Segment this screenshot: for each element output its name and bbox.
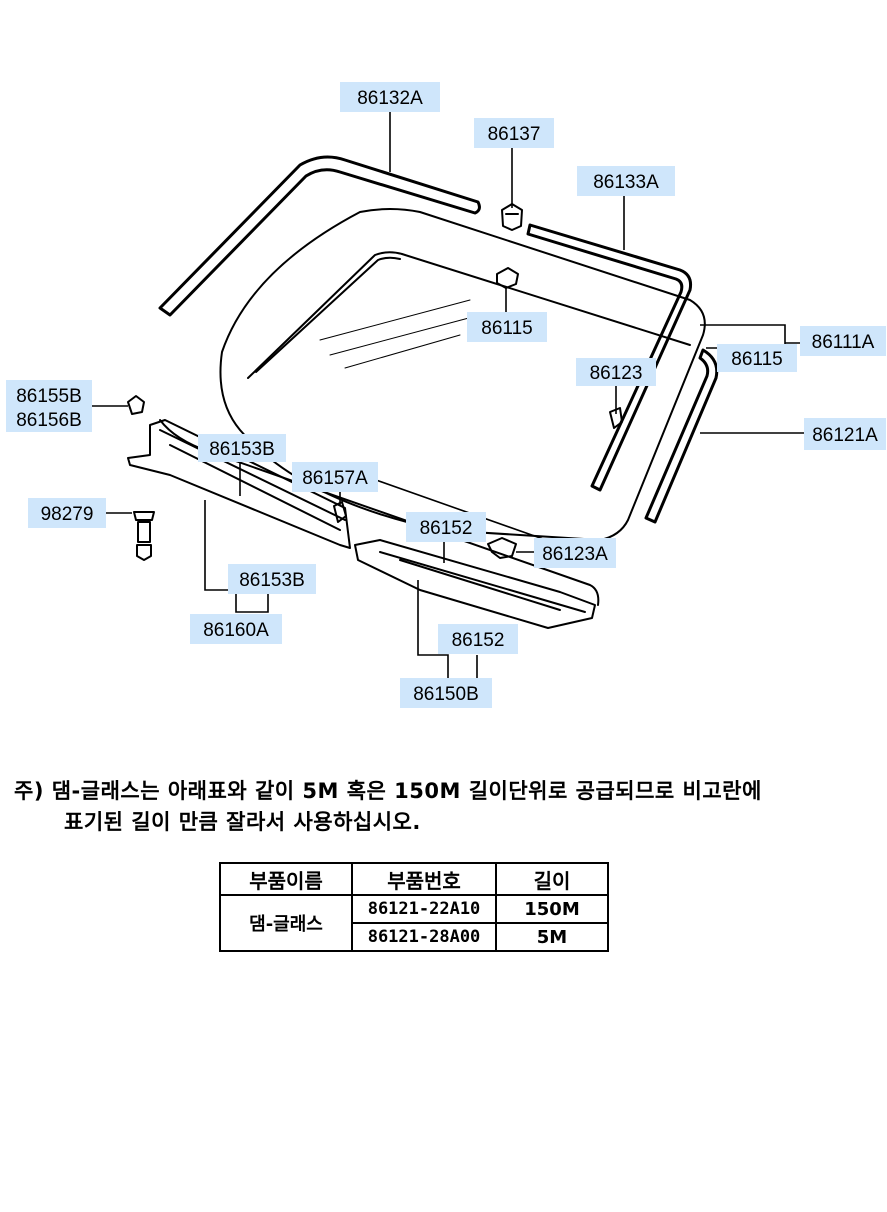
table-row: 86121-28A00 5M bbox=[220, 922, 609, 952]
cowl-weatherstrip bbox=[159, 419, 600, 606]
cowl-right-ridge bbox=[379, 551, 586, 613]
label-86137: 86137 bbox=[474, 118, 554, 148]
label-86132A: 86132A bbox=[340, 82, 440, 112]
cell-part-name: 댐-글래스 bbox=[219, 894, 353, 952]
cell-part-no: 86121-22A10 bbox=[351, 894, 497, 924]
svg-text:86150B: 86150B bbox=[413, 684, 479, 705]
cowl-left-panel bbox=[127, 419, 351, 549]
svg-text:86157A: 86157A bbox=[302, 468, 368, 489]
svg-text:86153B: 86153B bbox=[239, 570, 305, 591]
svg-text:86156B: 86156B bbox=[16, 410, 82, 431]
svg-text:86133A: 86133A bbox=[593, 172, 659, 193]
svg-text:86123A: 86123A bbox=[542, 544, 608, 565]
dam-glass-strip bbox=[644, 348, 719, 524]
svg-text:86115: 86115 bbox=[481, 318, 532, 339]
header-length: 길이 bbox=[495, 862, 609, 896]
svg-text:86132A: 86132A bbox=[357, 88, 423, 109]
label-86155B-86156B: 86155B 86156B bbox=[6, 380, 92, 432]
label-86153B-bottom: 86153B bbox=[228, 564, 316, 594]
parts-diagram: 86132A 86137 86133A 86115 86115 86111A 8… bbox=[6, 82, 886, 708]
svg-text:86153B: 86153B bbox=[209, 439, 275, 460]
svg-text:86160A: 86160A bbox=[203, 620, 269, 641]
svg-text:86123: 86123 bbox=[590, 363, 643, 384]
upper-moulding-left bbox=[158, 155, 481, 317]
label-86111A: 86111A bbox=[800, 326, 886, 356]
label-86153B-top: 86153B bbox=[198, 434, 286, 462]
label-86123: 86123 bbox=[576, 358, 656, 386]
label-86150B: 86150B bbox=[400, 678, 492, 708]
label-86123A: 86123A bbox=[534, 538, 616, 568]
svg-text:86137: 86137 bbox=[488, 124, 541, 145]
label-86133A: 86133A bbox=[577, 166, 675, 196]
note-line-1: 주) 댐-글래스는 아래표와 같이 5M 혹은 150M 길이단위로 공급되므로… bbox=[14, 779, 762, 803]
windshield-inner-line bbox=[247, 251, 691, 379]
header-part-no: 부품번호 bbox=[351, 862, 497, 896]
label-86115-right: 86115 bbox=[717, 344, 797, 372]
svg-text:86152: 86152 bbox=[420, 518, 473, 539]
note-text: 주) 댐-글래스는 아래표와 같이 5M 혹은 150M 길이단위로 공급되므로… bbox=[14, 776, 884, 838]
svg-text:86155B: 86155B bbox=[16, 386, 82, 407]
svg-text:86115: 86115 bbox=[731, 349, 782, 370]
svg-text:98279: 98279 bbox=[41, 504, 94, 525]
clip-86155B bbox=[127, 395, 145, 415]
label-86121A: 86121A bbox=[804, 418, 886, 450]
windshield-outline bbox=[219, 208, 706, 541]
clip-86115-top bbox=[496, 267, 519, 289]
table-row: 댐-글래스 86121-22A10 150M bbox=[219, 894, 609, 952]
fastener-98279 bbox=[133, 511, 155, 561]
label-86152-bottom: 86152 bbox=[438, 624, 518, 654]
cell-part-no: 86121-28A00 bbox=[351, 922, 497, 952]
label-86152-top: 86152 bbox=[406, 512, 486, 542]
label-86157A: 86157A bbox=[292, 462, 378, 492]
cowl-right-panel bbox=[354, 539, 596, 629]
clip-86123A bbox=[487, 537, 517, 559]
windshield-inner-line-2 bbox=[255, 256, 401, 373]
cell-length: 5M bbox=[495, 922, 609, 952]
glass-reflection bbox=[319, 299, 481, 369]
label-86160A: 86160A bbox=[190, 614, 282, 644]
svg-text:86111A: 86111A bbox=[812, 332, 875, 353]
header-part-name: 부품이름 bbox=[219, 862, 353, 896]
label-86115-top: 86115 bbox=[467, 312, 547, 342]
dam-glass-spec-table: 부품이름 부품번호 길이 댐-글래스 86121-22A10 150M 8612… bbox=[219, 862, 609, 952]
svg-text:86121A: 86121A bbox=[812, 425, 878, 446]
table-header-row: 부품이름 부품번호 길이 bbox=[219, 862, 609, 896]
note-line-2: 표기된 길이 만큼 잘라서 사용하십시오. bbox=[64, 810, 421, 834]
upper-moulding-right bbox=[526, 223, 692, 492]
cell-length: 150M bbox=[495, 894, 609, 924]
label-98279: 98279 bbox=[28, 498, 106, 528]
svg-text:86152: 86152 bbox=[452, 630, 505, 651]
